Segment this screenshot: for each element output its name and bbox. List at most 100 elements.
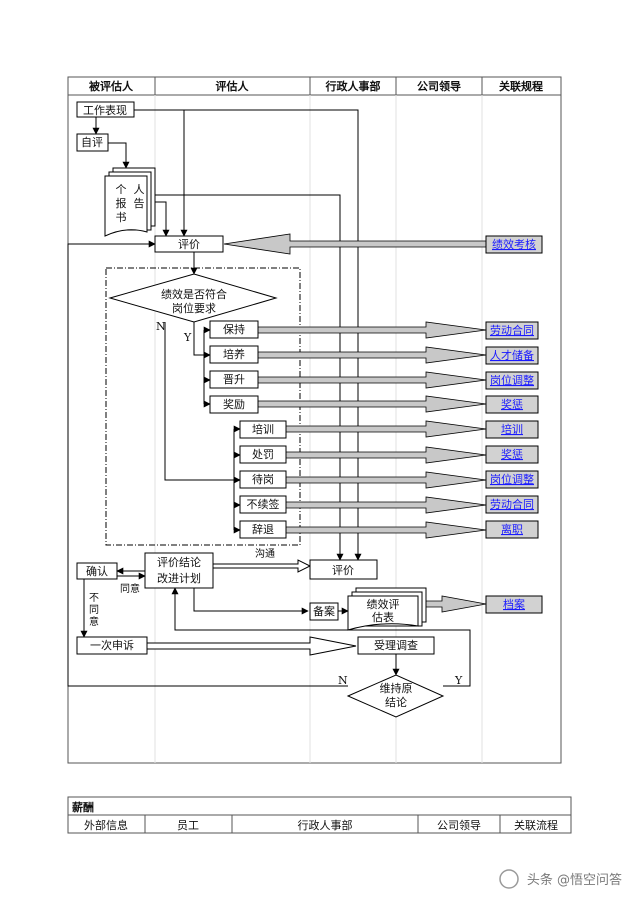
node-self-eval: 自评 bbox=[76, 133, 109, 152]
col-header-evaluatee: 被评估人 bbox=[89, 79, 134, 93]
link-perf-review[interactable]: 绩效考核 bbox=[485, 235, 543, 254]
node-personal-report: 个 人 报 告 书 bbox=[104, 167, 156, 237]
decision-yes-label: Y bbox=[183, 331, 192, 344]
communicate-label: 沟通 bbox=[255, 547, 275, 560]
maintain-line1: 维持原 bbox=[380, 681, 413, 695]
salary-table bbox=[67, 796, 572, 834]
disagree-char-3: 意 bbox=[89, 615, 99, 628]
cultivate-label: 培养 bbox=[223, 347, 245, 361]
report-char-2: 人 bbox=[134, 183, 145, 196]
watermark: 头条 @悟空问答 bbox=[499, 869, 622, 889]
report-char-5: 书 bbox=[116, 211, 127, 224]
node-work-performance: 工作表现 bbox=[76, 101, 135, 118]
link-labor-contract-text[interactable]: 劳动合同 bbox=[490, 323, 534, 337]
option-reward: 奖励 bbox=[209, 395, 259, 414]
link-talent-reserve-text[interactable]: 人才储备 bbox=[490, 348, 534, 362]
salary-table-text: 薪酬 外部信息 员工 行政人事部 公司领导 关联流程 bbox=[72, 800, 558, 832]
link-training[interactable]: 培训 bbox=[485, 420, 539, 439]
eval-form-line2: 估表 bbox=[372, 610, 394, 624]
node-file-record: 备案 bbox=[309, 602, 339, 621]
option-cultivate: 培养 bbox=[209, 345, 259, 364]
link-rewards-punish-text[interactable]: 奖惩 bbox=[501, 397, 523, 411]
file-record-label: 备案 bbox=[313, 604, 335, 618]
node-maintain: 维持原 结论 bbox=[346, 674, 445, 718]
confirm-label: 确认 bbox=[86, 565, 108, 578]
reward-label: 奖励 bbox=[223, 397, 245, 411]
maintain-yes-label: Y bbox=[454, 674, 463, 687]
decision-no-label: N bbox=[156, 320, 166, 333]
maintain-line2: 结论 bbox=[385, 695, 407, 709]
keep-label: 保持 bbox=[223, 322, 245, 336]
decision-line2: 岗位要求 bbox=[172, 301, 216, 315]
col-header-evaluator: 评估人 bbox=[216, 79, 250, 93]
link-rewards-punish-2[interactable]: 奖惩 bbox=[485, 445, 539, 464]
link-position-adjust-2[interactable]: 岗位调整 bbox=[485, 470, 539, 489]
node-evaluation: 评价 bbox=[154, 235, 224, 253]
salary-col-leadership: 公司领导 bbox=[437, 819, 481, 832]
communicate-arrow: 沟通 bbox=[198, 547, 312, 573]
report-char-3: 报 bbox=[116, 196, 127, 210]
option-standby: 待岗 bbox=[239, 470, 287, 489]
node-appeal: 一次申诉 bbox=[76, 636, 148, 655]
decision-line1: 绩效是否符合 bbox=[161, 287, 227, 301]
link-training-text[interactable]: 培训 bbox=[501, 422, 523, 436]
link-talent-reserve[interactable]: 人才储备 bbox=[485, 346, 539, 365]
node-eval-form: 绩效评 估表 bbox=[347, 587, 427, 631]
link-position-adjust-text[interactable]: 岗位调整 bbox=[490, 373, 534, 387]
salary-table-title: 薪酬 bbox=[72, 800, 94, 814]
node-evaluation-hr: 评价 bbox=[309, 559, 378, 580]
investigate-label: 受理调查 bbox=[374, 638, 418, 652]
watermark-logo-icon bbox=[499, 869, 519, 889]
option-no-renew: 不续签 bbox=[239, 495, 287, 514]
disagree-char-1: 不 bbox=[89, 593, 99, 604]
table-header: 被评估人 评估人 行政人事部 公司领导 关联规程 bbox=[89, 79, 543, 93]
disagree-char-2: 同 bbox=[89, 604, 99, 616]
conclusion-line1: 评价结论 bbox=[157, 555, 201, 569]
training-label: 培训 bbox=[252, 422, 274, 436]
watermark-text: 头条 @悟空问答 bbox=[527, 872, 622, 888]
link-position-adjust-2-text[interactable]: 岗位调整 bbox=[490, 472, 534, 486]
connectors bbox=[67, 109, 471, 687]
eval-form-line1: 绩效评 bbox=[367, 597, 400, 611]
report-char-4: 告 bbox=[134, 197, 145, 210]
node-investigate: 受理调查 bbox=[357, 636, 435, 655]
node-decision: 绩效是否符合 岗位要求 bbox=[108, 273, 278, 323]
col-header-related-procedure: 关联规程 bbox=[499, 79, 543, 93]
punish-label: 处罚 bbox=[252, 448, 274, 461]
maintain-no-label: N bbox=[338, 674, 348, 687]
option-training: 培训 bbox=[239, 420, 287, 439]
agree-label: 同意 bbox=[120, 582, 140, 595]
promote-label: 晋升 bbox=[223, 373, 245, 386]
link-labor-contract-2-text[interactable]: 劳动合同 bbox=[490, 497, 534, 511]
evaluation-label: 评价 bbox=[178, 238, 200, 251]
standby-label: 待岗 bbox=[252, 472, 274, 486]
appeal-arrow bbox=[146, 636, 357, 656]
work-performance-label: 工作表现 bbox=[83, 103, 127, 117]
link-resign-text[interactable]: 离职 bbox=[501, 522, 523, 536]
link-rewards-punish[interactable]: 奖惩 bbox=[485, 395, 539, 414]
link-archive[interactable]: 档案 bbox=[485, 595, 543, 614]
option-punish: 处罚 bbox=[239, 445, 287, 464]
link-perf-review-text[interactable]: 绩效考核 bbox=[492, 237, 536, 251]
related-links: 绩效考核 劳动合同 人才储备 岗位调整 奖惩 培训 奖惩 岗位调整 bbox=[485, 235, 543, 614]
link-resign[interactable]: 离职 bbox=[485, 520, 539, 539]
salary-col-external-info: 外部信息 bbox=[84, 818, 128, 832]
option-promote: 晋升 bbox=[209, 370, 259, 389]
link-labor-contract-2[interactable]: 劳动合同 bbox=[485, 495, 539, 514]
link-rewards-punish-2-text[interactable]: 奖惩 bbox=[501, 447, 523, 461]
node-confirm: 确认 bbox=[76, 562, 118, 580]
conclusion-line2: 改进计划 bbox=[157, 571, 201, 585]
no-renew-label: 不续签 bbox=[247, 497, 280, 511]
link-labor-contract[interactable]: 劳动合同 bbox=[485, 321, 539, 340]
salary-col-hr-dept: 行政人事部 bbox=[298, 818, 353, 832]
link-position-adjust[interactable]: 岗位调整 bbox=[485, 371, 539, 390]
salary-col-employee: 员工 bbox=[177, 819, 199, 832]
col-header-hr-dept: 行政人事部 bbox=[325, 79, 381, 93]
link-archive-text[interactable]: 档案 bbox=[503, 597, 525, 611]
option-dismiss: 辞退 bbox=[239, 520, 287, 539]
option-keep: 保持 bbox=[209, 320, 259, 339]
evaluation-hr-label: 评价 bbox=[332, 564, 354, 577]
node-conclusion: 评价结论 改进计划 bbox=[144, 552, 214, 589]
salary-col-related-process: 关联流程 bbox=[514, 818, 558, 832]
col-header-leadership: 公司领导 bbox=[417, 79, 461, 93]
